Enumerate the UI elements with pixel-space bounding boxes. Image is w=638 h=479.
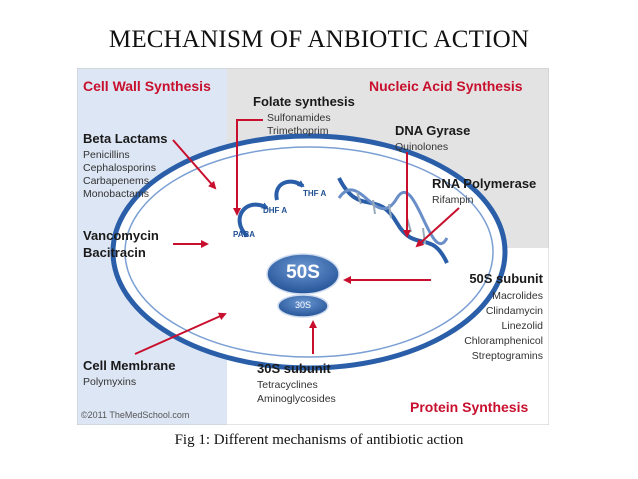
cell-membrane-title: Cell Membrane [83,358,176,373]
subunit-50s-drug: Macrolides [492,290,543,302]
cell-wall-synthesis-label: Cell Wall Synthesis [83,78,211,94]
ribosome-30s-shape [277,294,329,318]
folate-curl-1 [237,202,269,238]
copyright-text: ©2011 TheMedSchool.com [81,410,190,420]
beta-lactam-drug: Carbapenems [83,175,149,187]
bacitracin-label: Bacitracin [83,245,146,260]
beta-lactam-drug: Cephalosporins [83,162,156,174]
nucleic-acid-synthesis-label: Nucleic Acid Synthesis [369,78,523,94]
arrow-rna-polymerase [415,207,460,248]
dhfa-label: DHF A [263,206,288,215]
beta-lactams-title: Beta Lactams [83,131,168,146]
folate-curl-2 [274,179,305,201]
subunit-30s-drug: Aminoglycosides [257,393,336,405]
folate-drug: Trimethoprim [267,125,329,137]
subunit-50s-drug: Chloramphenicol [464,335,543,347]
slide-title: MECHANISM OF ANBIOTIC ACTION [108,26,530,53]
dna-helix-icon [337,177,449,264]
subunit-50s-drug: Linezolid [501,320,543,332]
paba-label: PABA [233,230,256,239]
arrow-beta-lactams [172,139,217,190]
arrow-cell-membrane [134,312,227,355]
cell-membrane-drug: Polymyxins [83,376,137,388]
subunit-50s-title: 50S subunit [469,271,543,286]
vancomycin-label: Vancomycin [83,228,159,243]
ribosome-50s-label: 50S [286,262,320,283]
dna-gyrase-drug: Quinolones [395,141,449,153]
ribosome-30s-label: 30S [294,300,311,310]
dna-gyrase-title: DNA Gyrase [395,123,471,138]
beta-lactam-drug: Monobactams [83,188,149,200]
thfa-label: THF A [303,189,327,198]
rna-polymerase-drug: Rifampin [432,194,474,206]
protein-synthesis-label: Protein Synthesis [410,399,529,415]
figure-caption: Fig 1: Different mechanisms of antibioti… [174,432,464,448]
subunit-30s-title: 30S subunit [257,361,331,376]
diagram-graphics [77,68,549,425]
subunit-30s-drug: Tetracyclines [257,379,318,391]
bacterial-cell-inner [124,146,494,358]
folate-synthesis-title: Folate synthesis [253,94,355,109]
beta-lactam-drug: Penicillins [83,149,130,161]
subunit-50s-drug: Clindamycin [485,305,543,317]
bacterial-cell-outer [110,133,508,371]
antibiotic-mechanism-diagram: Cell Wall Synthesis Nucleic Acid Synthes… [77,68,549,425]
rna-polymerase-title: RNA Polymerase [432,176,537,191]
subunit-50s-drug: Streptogramins [471,350,543,362]
ribosome-50s-shape [266,253,340,295]
folate-drug: Sulfonamides [267,112,331,124]
